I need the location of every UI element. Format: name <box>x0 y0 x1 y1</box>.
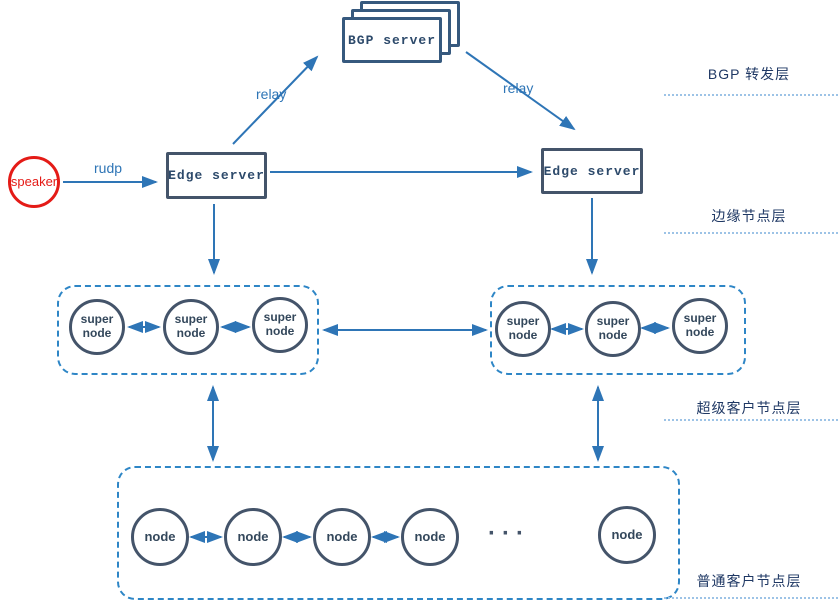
edge-server-left-label: Edge server <box>168 168 265 183</box>
bgp-server-box: BGP server <box>342 17 442 63</box>
layer-label-bgp: BGP 转发层 <box>660 64 838 84</box>
edge-server-right-box: Edge server <box>541 148 643 194</box>
super-node-label: super node <box>174 312 208 340</box>
super-node: super node <box>585 301 641 357</box>
node-label: node <box>611 526 643 542</box>
layer-separator <box>664 419 838 421</box>
layer-label-edge: 边缘节点层 <box>660 206 838 226</box>
layer-separator <box>664 597 838 599</box>
super-node-label: super node <box>506 314 540 342</box>
node-label: node <box>144 528 176 544</box>
super-cluster-left <box>57 285 319 375</box>
node-label: node <box>326 528 358 544</box>
nodes-ellipsis: ··· <box>488 520 530 547</box>
super-node: super node <box>495 301 551 357</box>
super-node: super node <box>69 299 125 355</box>
super-node-label: super node <box>596 314 630 342</box>
layer-separator <box>664 232 838 234</box>
super-node-label: super node <box>683 311 717 339</box>
super-node-label: super node <box>80 312 114 340</box>
layer-separator <box>664 94 838 96</box>
rudp-label: rudp <box>94 160 123 176</box>
layer-label-text: 普通客户节点层 <box>696 573 802 589</box>
super-node-label: super node <box>263 310 297 338</box>
edge-server-left-box: Edge server <box>166 152 267 199</box>
relay-left-label: relay <box>256 86 287 102</box>
edge-server-right-label: Edge server <box>543 163 641 179</box>
layer-label-text: BGP 转发层 <box>707 66 791 82</box>
layer-label-ordinary: 普通客户节点层 <box>660 571 838 591</box>
speaker-node: speaker <box>8 156 60 208</box>
node-cluster <box>117 466 680 600</box>
node: node <box>401 508 459 566</box>
speaker-label: speaker <box>10 173 58 189</box>
node: node <box>598 506 656 564</box>
node-label: node <box>237 528 269 544</box>
bgp-server-label: BGP server <box>347 32 436 48</box>
layer-label-super: 超级客户节点层 <box>660 398 838 418</box>
node: node <box>224 508 282 566</box>
super-node: super node <box>163 299 219 355</box>
node: node <box>131 508 189 566</box>
super-node: super node <box>672 298 728 354</box>
layer-label-text: 超级客户节点层 <box>696 400 802 416</box>
node-label: node <box>414 528 446 544</box>
node: node <box>313 508 371 566</box>
relay-right-label: relay <box>503 80 534 96</box>
layer-label-text: 边缘节点层 <box>711 208 787 224</box>
super-node: super node <box>252 297 308 353</box>
super-cluster-right <box>490 285 746 375</box>
